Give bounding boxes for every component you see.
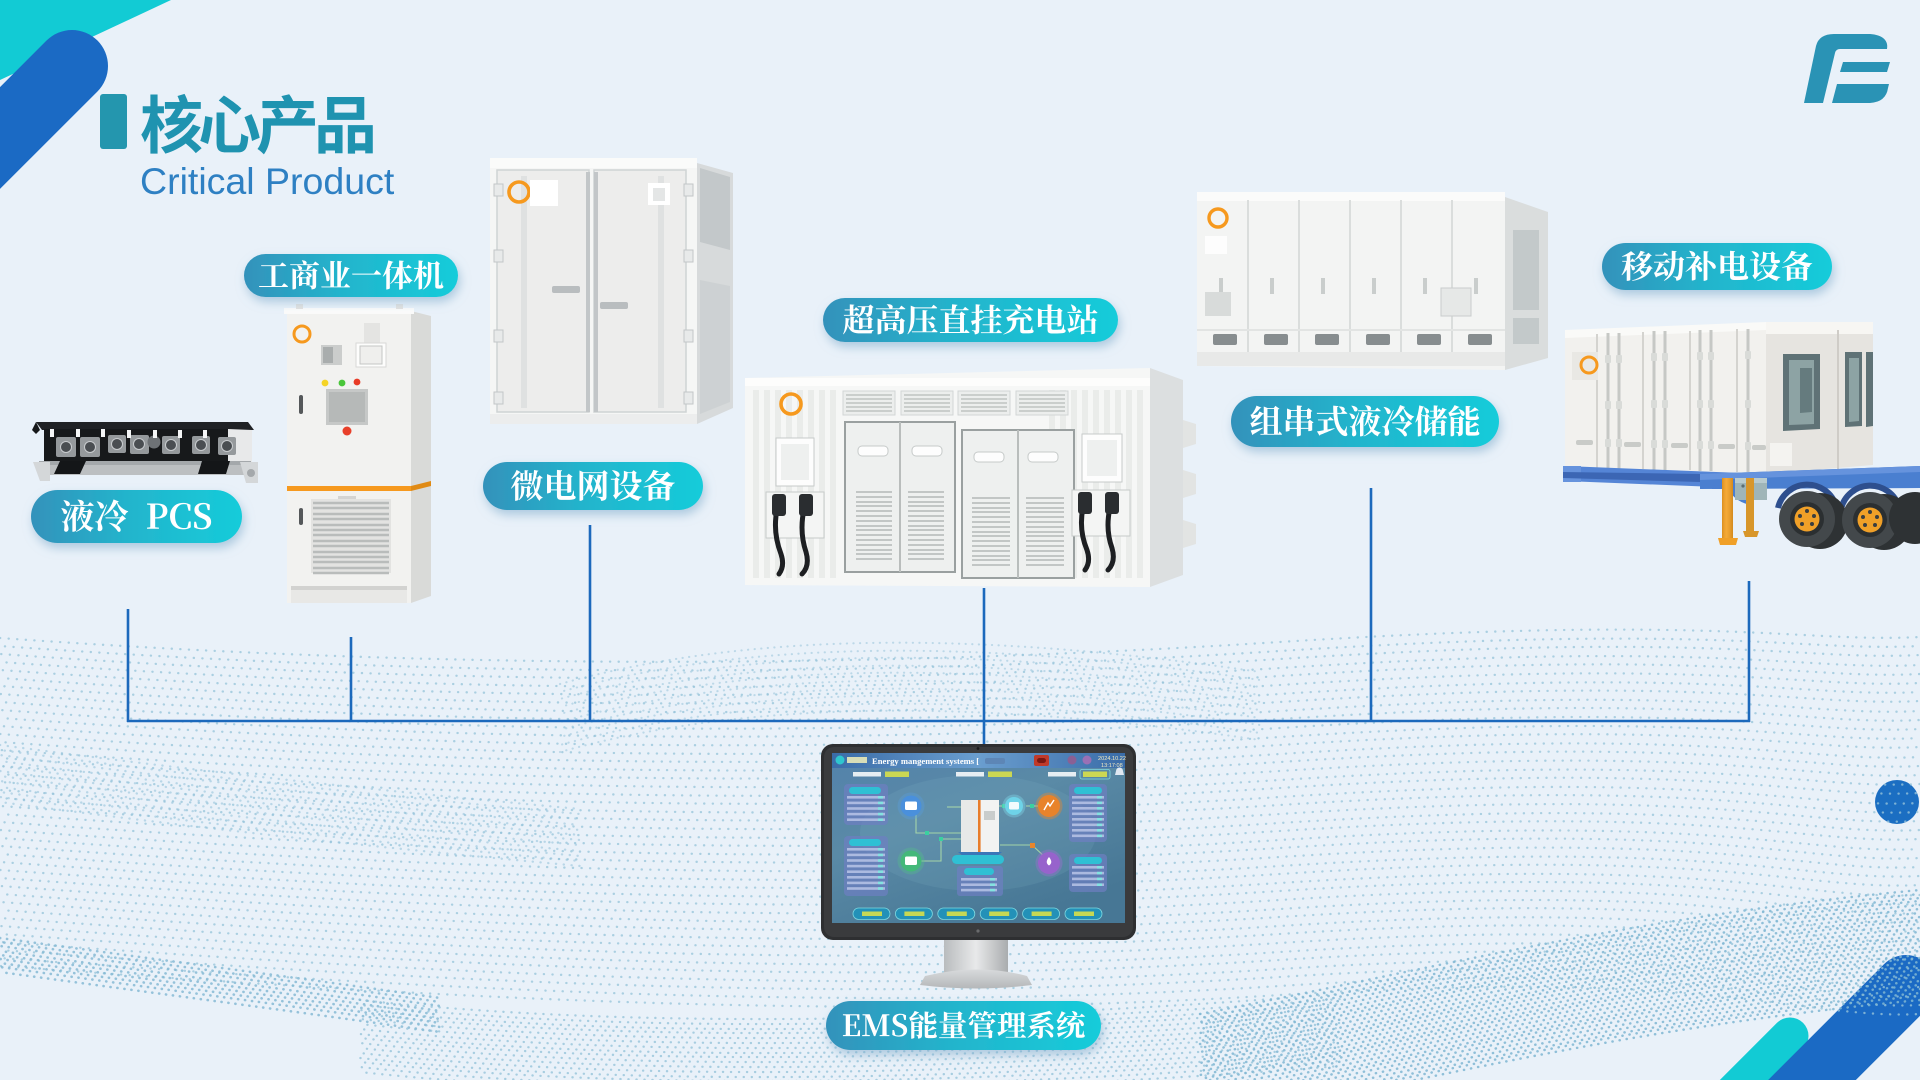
svg-text:13:17:08: 13:17:08 bbox=[1101, 763, 1123, 769]
svg-text:Energy mangement systems [: Energy mangement systems [ bbox=[872, 756, 979, 766]
svg-text:Critical Product: Critical Product bbox=[140, 160, 395, 202]
svg-text:2024.10.22: 2024.10.22 bbox=[1098, 756, 1126, 762]
